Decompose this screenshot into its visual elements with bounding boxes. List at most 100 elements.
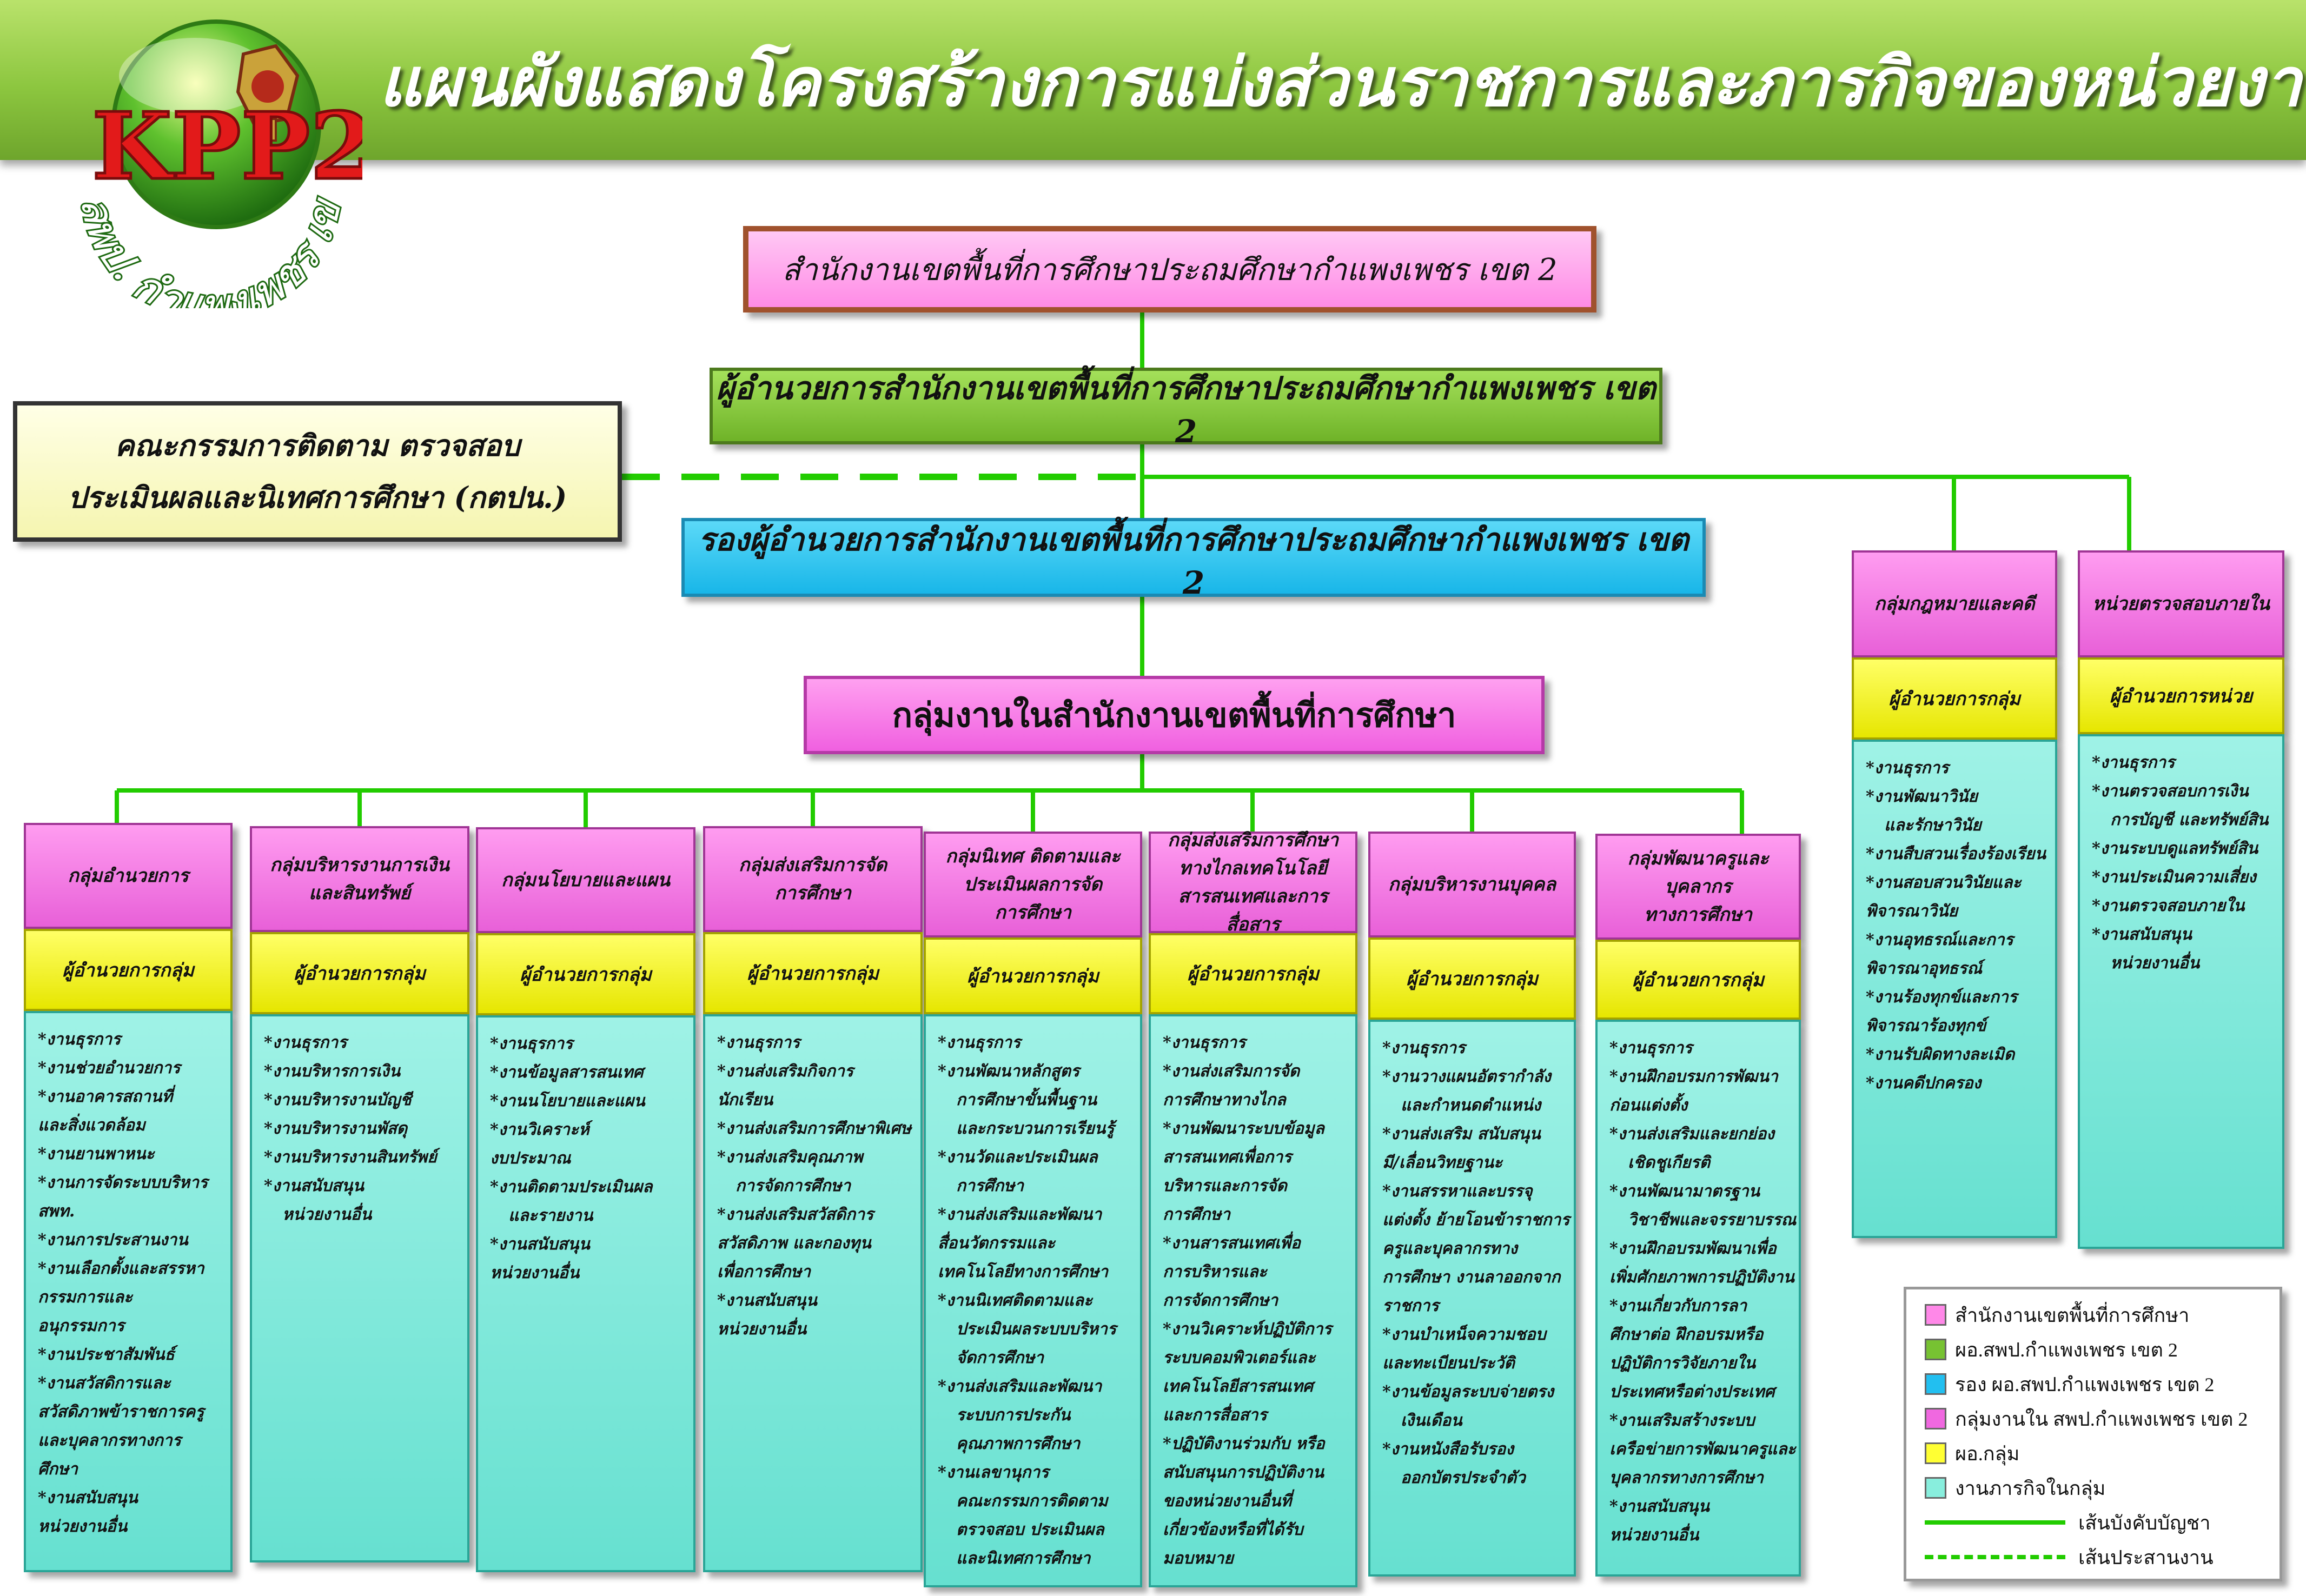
task-item: นักเรียน bbox=[717, 1090, 773, 1109]
task-item: ปฏิบัติการวิจัยภายใน bbox=[1609, 1354, 1756, 1373]
group-title-line: กลุ่มบริหารงานการเงิน bbox=[270, 854, 449, 876]
group-title-line: กลุ่มบริหารงานบุคคล bbox=[1388, 874, 1556, 895]
deputy-box: รองผู้อำนวยการสำนักงานเขตพื้นที่การศึกษา… bbox=[681, 518, 1706, 601]
group-tasks-5: *งานธุรการ*งานพัฒนาหลักสูตรการศึกษาขั้นพ… bbox=[924, 1014, 1142, 1587]
task-item: เพิ่มศักยภาพการปฏิบัติงาน bbox=[1609, 1268, 1794, 1287]
task-item: *งานร้องทุกข์และการ bbox=[1866, 988, 2017, 1007]
task-item: *งานส่งเสริมและยกย่อง bbox=[1609, 1125, 1774, 1143]
task-item: ระบบการประกัน bbox=[956, 1406, 1071, 1425]
task-item: *งานสอบสวนวินัยและ bbox=[1866, 873, 2022, 892]
deputy-label: รองผู้อำนวยการสำนักงานเขตพื้นที่การศึกษา… bbox=[698, 521, 1689, 601]
task-item: *งานหนังสือรับรอง bbox=[1382, 1440, 1514, 1459]
group-director-1: ผู้อำนวยการกลุ่ม bbox=[1852, 657, 2057, 740]
legend-swatch bbox=[1925, 1477, 1946, 1499]
task-item: *งานนโยบายและแผน bbox=[490, 1092, 645, 1110]
groups-title-box: กลุ่มงานในสำนักงานเขตพื้นที่การศึกษา bbox=[804, 676, 1545, 754]
group-director-label: ผู้อำนวยการกลุ่ม bbox=[1406, 968, 1538, 990]
task-item: *งานส่งเสริมสวัสดิการ bbox=[717, 1205, 874, 1224]
group-title-line: หน่วยตรวจสอบภายใน bbox=[2092, 593, 2270, 615]
task-item: หน่วยงานอื่น bbox=[282, 1205, 372, 1224]
task-item: และบุคลากรทางการ bbox=[38, 1431, 181, 1450]
task-item: ระบบคอมพิวเตอร์และ bbox=[1163, 1348, 1316, 1367]
group-title-line: กลุ่มนิเทศ ติดตามและ bbox=[945, 846, 1121, 867]
task-item: การศึกษา bbox=[956, 1176, 1024, 1195]
group-director-label: ผู้อำนวยการกลุ่ม bbox=[294, 963, 426, 985]
legend-swatch bbox=[1925, 1373, 1946, 1395]
group-title-line: ทางไกลเทคโนโลยี bbox=[1179, 857, 1327, 879]
task-item: *งานช่วยอำนวยการ bbox=[38, 1059, 181, 1078]
task-item: และการสื่อสาร bbox=[1163, 1406, 1267, 1425]
task-item: และนิเทศการศึกษา bbox=[956, 1549, 1091, 1568]
legend-swatch bbox=[1925, 1408, 1946, 1429]
task-item: *งานเลือกตั้งและสรรหา bbox=[38, 1259, 204, 1278]
legend-item: กลุ่มงานใน สพป.กำแพงเพชร เขต 2 bbox=[1925, 1405, 2248, 1432]
task-item: *งานระบบดูแลทรัพย์สิน bbox=[2092, 839, 2258, 858]
group-header-7: กลุ่มบริหารงานบุคคล bbox=[1368, 832, 1576, 937]
office-box: สำนักงานเขตพื้นที่การศึกษาประถมศึกษากำแพ… bbox=[743, 226, 1596, 312]
legend-line-item: เส้นบังคับบัญชา bbox=[1925, 1509, 2210, 1536]
director-box: ผู้อำนวยการสำนักงานเขตพื้นที่การศึกษาประ… bbox=[710, 368, 1662, 450]
groups-title-label: กลุ่มงานในสำนักงานเขตพื้นที่การศึกษา bbox=[892, 695, 1456, 735]
group-tasks-2: *งานธุรการ*งานบริหารการเงิน*งานบริหารงาน… bbox=[250, 1014, 469, 1562]
task-item: *งานข้อมูลสารสนเทศ bbox=[490, 1063, 644, 1082]
group-header-8: กลุ่มพัฒนาครูและบุคลากรทางการศึกษา bbox=[1595, 834, 1801, 940]
task-item: *งานติดตามประเมินผล bbox=[490, 1178, 653, 1196]
task-item: อนุกรรมการ bbox=[38, 1316, 124, 1335]
task-item: *งานวัดและประเมินผล bbox=[938, 1148, 1098, 1167]
task-item: *งานสนับสนุน bbox=[490, 1235, 590, 1254]
task-item: *งานวางแผนอัตรากำลัง bbox=[1382, 1067, 1551, 1086]
task-item: สื่อนวัตกรรมและ bbox=[938, 1234, 1056, 1253]
task-item: เครือข่ายการพัฒนาครูและ bbox=[1609, 1440, 1796, 1459]
task-item: การศึกษาขั้นพื้นฐาน bbox=[956, 1090, 1097, 1109]
task-item: *งานธุรการ bbox=[38, 1030, 121, 1049]
group-title-line: กลุ่มส่งเสริมการจัด bbox=[738, 854, 887, 876]
task-item: *งานธุรการ bbox=[1866, 759, 1949, 777]
group-header-2: หน่วยตรวจสอบภายใน bbox=[2078, 550, 2284, 657]
group-header-3: กลุ่มนโยบายและแผน bbox=[476, 827, 695, 933]
legend-swatch bbox=[1925, 1442, 1946, 1464]
task-item: เชิดชูเกียรติ bbox=[1628, 1153, 1711, 1172]
legend-line-sample bbox=[1925, 1520, 2065, 1525]
task-item: *งานฝึกอบรมการพัฒนา bbox=[1609, 1067, 1778, 1086]
task-item: *งานอาคารสถานที่ bbox=[38, 1087, 173, 1106]
task-item: หน่วยงานอื่น bbox=[1609, 1526, 1699, 1545]
legend-item: งานภารกิจในกลุ่ม bbox=[1925, 1474, 2105, 1501]
legend-label: งานภารกิจในกลุ่ม bbox=[1955, 1477, 2106, 1499]
logo-text: KPP2 bbox=[92, 92, 362, 201]
task-item: การจัดการศึกษา bbox=[735, 1176, 851, 1195]
task-item: หน่วยงานอื่น bbox=[2110, 954, 2200, 973]
group-title-line: การศึกษา bbox=[774, 882, 851, 904]
group-title-line: ประเมินผลการจัด bbox=[963, 874, 1103, 895]
task-item: คุณภาพการศึกษา bbox=[956, 1434, 1081, 1453]
task-item: *งานพัฒนาหลักสูตร bbox=[938, 1062, 1080, 1081]
group-header-4: กลุ่มส่งเสริมการจัดการศึกษา bbox=[703, 826, 923, 932]
task-item: แต่งตั้ง ย้ายโอนข้าราชการ bbox=[1382, 1211, 1570, 1229]
task-item: *งานสนับสนุน bbox=[38, 1488, 138, 1507]
task-item: *งานสารสนเทศเพื่อ bbox=[1163, 1234, 1301, 1253]
task-item: และทะเบียนประวัติ bbox=[1382, 1354, 1515, 1373]
task-item: *งานตรวจสอบภายใน bbox=[2092, 896, 2245, 915]
group-director-label: ผู้อำนวยการกลุ่ม bbox=[1187, 963, 1319, 985]
group-director-2: ผู้อำนวยการหน่วย bbox=[2078, 657, 2284, 734]
legend-line-label: เส้นประสานงาน bbox=[2078, 1546, 2214, 1568]
task-item: สนับสนุนการปฏิบัติงาน bbox=[1163, 1463, 1324, 1482]
task-item: บริหารและการจัด bbox=[1163, 1176, 1287, 1195]
task-item: มอบหมาย bbox=[1163, 1549, 1234, 1568]
group-title-line: กลุ่มพัฒนาครูและบุคลากร bbox=[1627, 848, 1769, 897]
group-header-5: กลุ่มนิเทศ ติดตามและประเมินผลการจัดการศึ… bbox=[924, 832, 1142, 937]
task-item: ออกบัตรประจำตัว bbox=[1401, 1468, 1526, 1487]
task-item: *งานส่งเสริม สนับสนุน bbox=[1382, 1125, 1541, 1143]
group-tasks-8: *งานธุรการ*งานฝึกอบรมการพัฒนาก่อนแต่งตั้… bbox=[1595, 1020, 1801, 1577]
task-item: บุคลากรทางการศึกษา bbox=[1609, 1468, 1764, 1487]
task-item: หน่วยงานอื่น bbox=[717, 1320, 807, 1339]
task-item: วิชาชีพและจรรยาบรรณ bbox=[1628, 1211, 1797, 1229]
committee-line-1: คณะกรรมการติดตาม ตรวจสอบ bbox=[115, 428, 520, 463]
group-tasks-3: *งานธุรการ*งานข้อมูลสารสนเทศ*งานนโยบายแล… bbox=[476, 1015, 695, 1572]
task-item: ของหน่วยงานอื่นที่ bbox=[1163, 1492, 1292, 1511]
legend-item: รอง ผอ.สพป.กำแพงเพชร เขต 2 bbox=[1925, 1371, 2214, 1398]
legend-line-item: เส้นประสานงาน bbox=[1925, 1544, 2214, 1571]
task-item: เพื่อการศึกษา bbox=[717, 1262, 811, 1281]
task-item: *งานสืบสวนเรื่องร้องเรียน bbox=[1866, 844, 2046, 863]
director-label: ผู้อำนวยการสำนักงานเขตพื้นที่การศึกษาประ… bbox=[716, 369, 1656, 450]
task-item: ประเมินผลระบบบริหาร bbox=[956, 1320, 1116, 1339]
